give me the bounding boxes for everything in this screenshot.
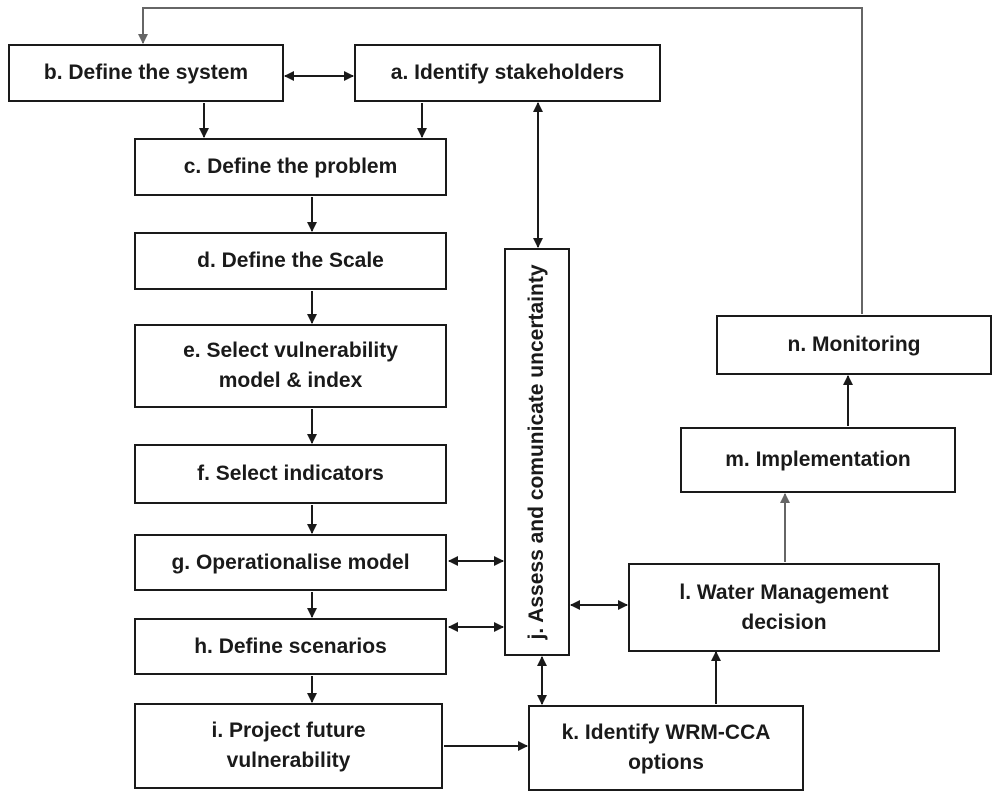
box-b-define-system: b. Define the system: [8, 44, 284, 102]
box-i-project-vulnerability: i. Project future vulnerability: [134, 703, 443, 789]
box-f-select-indicators: f. Select indicators: [134, 444, 447, 504]
arrow-n-feedback-b: [138, 7, 863, 314]
box-k-label-line2: options: [628, 751, 704, 774]
box-l-label-line2: decision: [741, 610, 827, 634]
box-c-define-problem: c. Define the problem: [134, 138, 447, 196]
box-l-water-management-decision: l. Water Management decision: [628, 563, 940, 652]
box-a-label: a. Identify stakeholders: [390, 61, 625, 84]
box-j-label: j. Assess and comunicate uncertainty: [525, 264, 548, 640]
box-i-label-line1: i. Project future: [211, 719, 366, 742]
box-a-identify-stakeholders: a. Identify stakeholders: [354, 44, 661, 102]
box-e-label-line2: model & index: [218, 369, 363, 392]
box-j-assess-uncertainty: j. Assess and comunicate uncertainty: [504, 248, 570, 656]
box-g-operationalise-model: g. Operationalise model: [134, 534, 447, 591]
box-h-define-scenarios: h. Define scenarios: [134, 618, 447, 675]
box-k-label-line1: k. Identify WRM-CCA: [561, 721, 771, 744]
box-n-monitoring: n. Monitoring: [716, 315, 992, 375]
box-g-label: g. Operationalise model: [171, 550, 410, 574]
box-l-label-line1: l. Water Management: [679, 580, 889, 604]
box-k-identify-options: k. Identify WRM-CCA options: [528, 705, 804, 791]
box-d-define-scale: d. Define the Scale: [134, 232, 447, 290]
box-f-label: f. Select indicators: [197, 462, 384, 485]
box-h-label: h. Define scenarios: [194, 634, 387, 658]
box-b-label: b. Define the system: [43, 61, 249, 84]
box-d-label: d. Define the Scale: [197, 249, 384, 272]
box-e-select-model: e. Select vulnerability model & index: [134, 324, 447, 408]
box-c-label: c. Define the problem: [183, 155, 398, 178]
box-m-label: m. Implementation: [725, 448, 911, 471]
box-i-label-line2: vulnerability: [226, 749, 351, 772]
box-e-label-line1: e. Select vulnerability: [183, 339, 398, 362]
box-m-implementation: m. Implementation: [680, 427, 956, 493]
box-n-label: n. Monitoring: [787, 333, 921, 356]
